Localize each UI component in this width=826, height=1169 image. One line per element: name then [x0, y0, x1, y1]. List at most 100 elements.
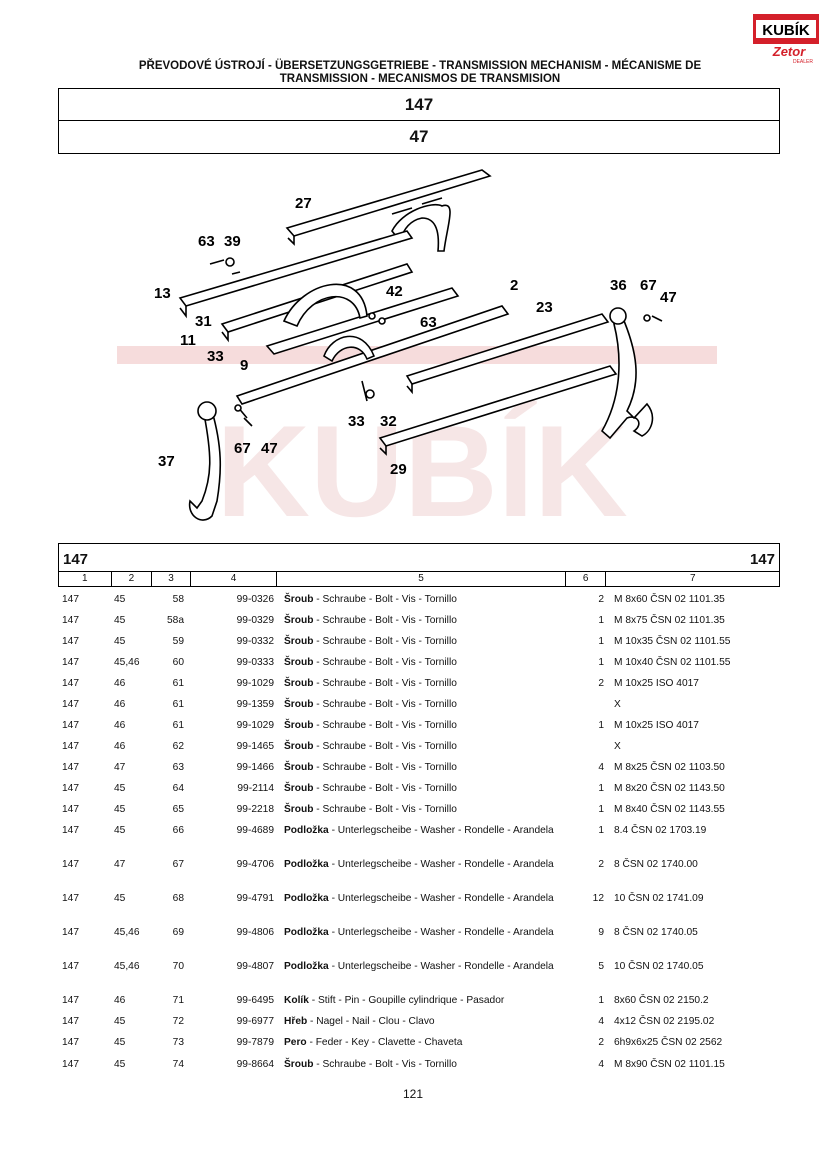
cell-part-number: 99-8664	[236, 1059, 274, 1070]
part-name: Podložka	[284, 961, 329, 972]
part-translations: - Schraube - Bolt - Vis - Tornillo	[313, 741, 457, 752]
cell-specification: 8 ČSN 02 1740.05	[614, 927, 698, 938]
cell-specification: 10 ČSN 02 1740.05	[614, 961, 704, 972]
cell-part-number: 99-1029	[236, 720, 274, 731]
cell-quantity: 1	[598, 825, 604, 836]
callout-63: 63	[420, 314, 437, 331]
part-name: Šroub	[284, 678, 314, 689]
cell-group: 147	[62, 720, 79, 731]
part-translations: - Feder - Key - Clavette - Chaveta	[306, 1037, 463, 1048]
cell-quantity: 4	[598, 1016, 604, 1027]
cell-subgroup: 45	[114, 825, 126, 836]
cell-description: Podložka - Unterlegscheibe - Washer - Ro…	[280, 893, 570, 905]
column-header: 1	[59, 572, 112, 586]
cell-description: Podložka - Unterlegscheibe - Washer - Ro…	[280, 859, 570, 871]
column-headers: 1 2 3 4 5 6 7	[58, 571, 780, 587]
cell-quantity: 1	[598, 636, 604, 647]
callout-31: 31	[195, 313, 212, 330]
cell-quantity	[570, 699, 610, 711]
cell-part-number: 99-7879	[236, 1037, 274, 1048]
cell-specification: 10 ČSN 02 1741.09	[614, 893, 704, 904]
part-translations: - Stift - Pin - Goupille cylindrique - P…	[308, 995, 505, 1006]
part-translations: - Schraube - Bolt - Vis - Tornillo	[313, 720, 457, 731]
cell-group: 147	[62, 893, 79, 904]
part-name: Šroub	[284, 804, 314, 815]
part-name: Šroub	[284, 657, 314, 668]
part-name: Šroub	[284, 615, 314, 626]
parts-table-header: 147 147 1 2 3 4 5 6 7	[58, 543, 780, 587]
part-translations: - Schraube - Bolt - Vis - Tornillo	[313, 594, 457, 605]
group-header: 147 47	[58, 88, 780, 154]
cell-part-number: 99-1465	[236, 741, 274, 752]
cell-group: 147	[62, 1059, 79, 1070]
cell-specification: X	[614, 699, 621, 710]
part-translations: - Schraube - Bolt - Vis - Tornillo	[313, 783, 457, 794]
cell-part-number: 99-4791	[236, 893, 274, 904]
part-name: Šroub	[284, 594, 314, 605]
cell-group: 147	[62, 859, 79, 870]
part-name: Šroub	[284, 741, 314, 752]
cell-subgroup: 45	[114, 893, 126, 904]
part-name: Šroub	[284, 1059, 314, 1070]
cell-subgroup: 46	[114, 678, 126, 689]
cell-position: 61	[172, 699, 184, 710]
cell-subgroup: 46	[114, 995, 126, 1006]
cell-description: Podložka - Unterlegscheibe - Washer - Ro…	[280, 927, 570, 939]
cell-quantity: 1	[598, 804, 604, 815]
part-translations: - Nagel - Nail - Clou - Clavo	[307, 1016, 435, 1027]
part-translations: - Unterlegscheibe - Washer - Rondelle - …	[328, 893, 554, 904]
cell-group: 147	[62, 636, 79, 647]
cell-part-number: 99-2114	[237, 783, 274, 794]
callout-67: 67	[234, 440, 251, 457]
cell-description: Šroub - Schraube - Bolt - Vis - Tornillo	[280, 636, 570, 648]
cell-description: Šroub - Schraube - Bolt - Vis - Tornillo	[280, 720, 570, 732]
part-name: Podložka	[284, 859, 329, 870]
cell-description: Pero - Feder - Key - Clavette - Chaveta	[280, 1037, 570, 1049]
cell-position: 60	[172, 657, 184, 668]
cell-group: 147	[62, 961, 79, 972]
table-row: 147 45 59 99-0332 Šroub - Schraube - Bolt - …	[58, 636, 780, 648]
cell-description: Šroub - Schraube - Bolt - Vis - Tornillo	[280, 804, 570, 816]
cell-part-number: 99-4689	[236, 825, 274, 836]
callout-67: 67	[640, 277, 657, 294]
cell-position: 69	[172, 927, 184, 938]
page-title: PŘEVODOVÉ ÚSTROJÍ - ÜBERSETZUNGSGETRIEBE…	[138, 60, 702, 85]
cell-specification: 6h9x6x25 ČSN 02 2562	[614, 1037, 723, 1048]
cell-subgroup: 45	[114, 636, 126, 647]
cell-subgroup: 45,46	[114, 657, 140, 668]
cell-position: 59	[172, 636, 184, 647]
column-header: 7	[689, 573, 696, 584]
exploded-parts-diagram: KUBÍK	[117, 169, 717, 538]
cell-description: Šroub - Schraube - Bolt - Vis - Tornillo	[280, 594, 570, 606]
cell-quantity: 9	[598, 927, 604, 938]
cell-part-number: 99-1359	[236, 699, 274, 710]
cell-quantity: 2	[598, 594, 604, 605]
part-translations: - Schraube - Bolt - Vis - Tornillo	[313, 762, 457, 773]
part-translations: - Schraube - Bolt - Vis - Tornillo	[313, 615, 457, 626]
callout-33: 33	[207, 348, 224, 365]
cell-group: 147	[62, 804, 79, 815]
cell-description: Šroub - Schraube - Bolt - Vis - Tornillo	[280, 657, 570, 669]
part-name: Šroub	[284, 699, 314, 710]
cell-specification: M 10x35 ČSN 02 1101.55	[614, 636, 731, 647]
cell-group: 147	[62, 783, 79, 794]
cell-quantity: 2	[598, 859, 604, 870]
cell-part-number: 99-0332	[236, 636, 274, 647]
cell-group: 147	[62, 1016, 79, 1027]
cell-specification: 8.4 ČSN 02 1703.19	[614, 825, 707, 836]
svg-text:DEALER: DEALER	[793, 59, 813, 64]
callout-42: 42	[386, 283, 403, 300]
part-translations: - Schraube - Bolt - Vis - Tornillo	[313, 636, 457, 647]
cell-position: 61	[172, 678, 184, 689]
cell-group: 147	[62, 678, 79, 689]
cell-quantity: 1	[598, 783, 604, 794]
